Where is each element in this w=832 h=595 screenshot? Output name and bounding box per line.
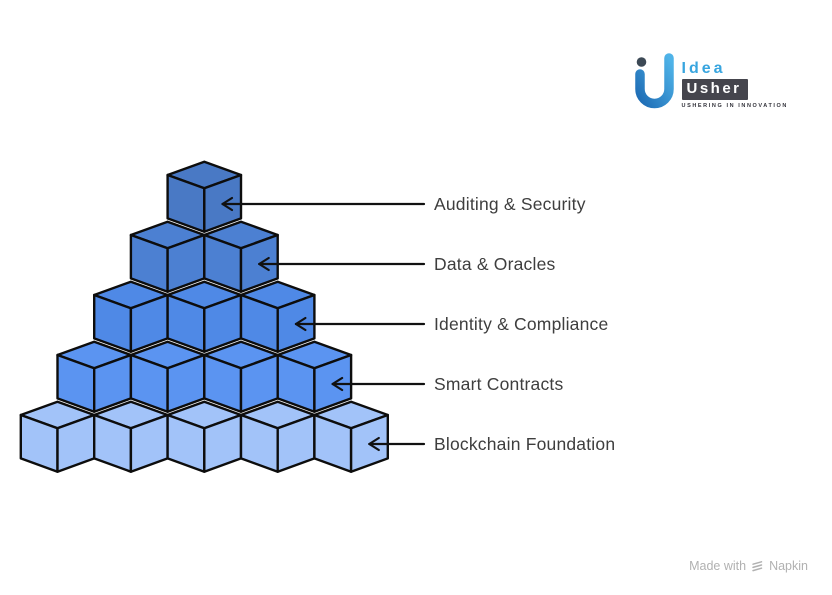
level-label-data-oracles: Data & Oracles (434, 254, 556, 274)
napkin-attribution: Made with Napkin (689, 559, 808, 573)
idea-usher-logo-icon (634, 53, 674, 109)
logo-tagline: USHERING IN INNOVATION (681, 103, 788, 109)
made-with-text: Made with (689, 559, 747, 573)
label-arrow-head (368, 436, 380, 452)
level-label-identity-compliance: Identity & Compliance (434, 314, 609, 334)
napkin-icon (752, 560, 763, 571)
napkin-text: Napkin (769, 559, 808, 573)
level-label-blockchain-foundation: Blockchain Foundation (434, 434, 616, 454)
level-label-auditing-security: Auditing & Security (434, 194, 586, 214)
logo-word-usher: Usher (681, 79, 748, 100)
label-arrow-head (258, 256, 270, 272)
label-arrow-head (331, 376, 344, 392)
level-label-smart-contracts: Smart Contracts (434, 374, 564, 394)
label-arrow-head (294, 316, 307, 332)
idea-usher-logo: Idea Usher USHERING IN INNOVATION (633, 52, 789, 116)
logo-dot (636, 57, 646, 67)
logo-text-block: Idea Usher USHERING IN INNOVATION (681, 52, 789, 109)
logo-word-idea: Idea (681, 60, 726, 77)
label-arrow-head (221, 196, 234, 212)
logo-u-shape (634, 53, 674, 109)
